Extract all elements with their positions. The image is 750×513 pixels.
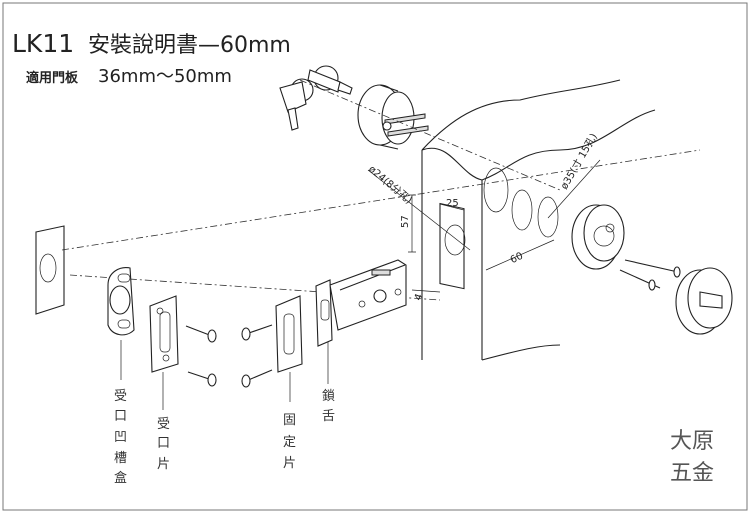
door-panel — [421, 79, 656, 361]
center-line-upper — [61, 149, 701, 251]
svg-text:固: 固 — [283, 413, 296, 428]
subtitle-label: 適用門板 — [26, 70, 79, 86]
outer-cylinder — [357, 84, 429, 150]
strike-box — [107, 267, 135, 336]
thumbturn — [675, 267, 733, 335]
dim-hole-small: ø24(8分孔) — [366, 163, 414, 206]
center-line-lower — [69, 274, 441, 301]
svg-text:舌: 舌 — [322, 409, 335, 424]
svg-text:口: 口 — [157, 436, 170, 451]
dim-width: 25 — [446, 198, 459, 209]
svg-text:凹: 凹 — [114, 430, 127, 445]
svg-text:口: 口 — [114, 409, 127, 424]
brand-line-1: 大原 — [670, 429, 714, 454]
label-strike-box: 受 口 凹 槽 盒 — [114, 389, 127, 486]
dim-backset: 60 — [509, 251, 525, 266]
label-latch-plate: 固 定 片 — [283, 413, 296, 471]
title-model: LK11 — [12, 29, 74, 58]
keys-illustration — [279, 65, 353, 131]
screws — [185, 259, 681, 388]
part-labels — [120, 340, 329, 410]
dim-height: 57 — [400, 215, 411, 228]
center-line-cylinder — [299, 79, 561, 191]
brand-line-2: 五金 — [670, 461, 714, 486]
svg-text:片: 片 — [157, 457, 170, 472]
latch-bolt — [315, 259, 407, 347]
svg-text:盒: 盒 — [114, 470, 127, 486]
dim-depth: 4 — [413, 292, 426, 302]
subtitle-range: 36mm～50mm — [98, 66, 232, 87]
latch-face-plate — [275, 295, 303, 373]
strike-box-mortise — [35, 225, 65, 315]
svg-text:受: 受 — [114, 389, 127, 404]
strike-plate — [149, 295, 179, 373]
label-strike-plate: 受 口 片 — [157, 417, 170, 472]
svg-text:槽: 槽 — [114, 451, 127, 466]
dimension-marks — [367, 159, 601, 293]
label-latch: 鎖 舌 — [322, 388, 335, 424]
svg-text:受: 受 — [157, 417, 170, 432]
dim-hole-large: ø35(寸 15孔) — [557, 131, 600, 192]
inner-rosette — [571, 204, 625, 270]
svg-text:片: 片 — [283, 456, 296, 471]
title-name: 安裝說明書—60mm — [88, 33, 291, 58]
svg-text:定: 定 — [283, 435, 296, 450]
svg-text:鎖: 鎖 — [322, 388, 335, 404]
